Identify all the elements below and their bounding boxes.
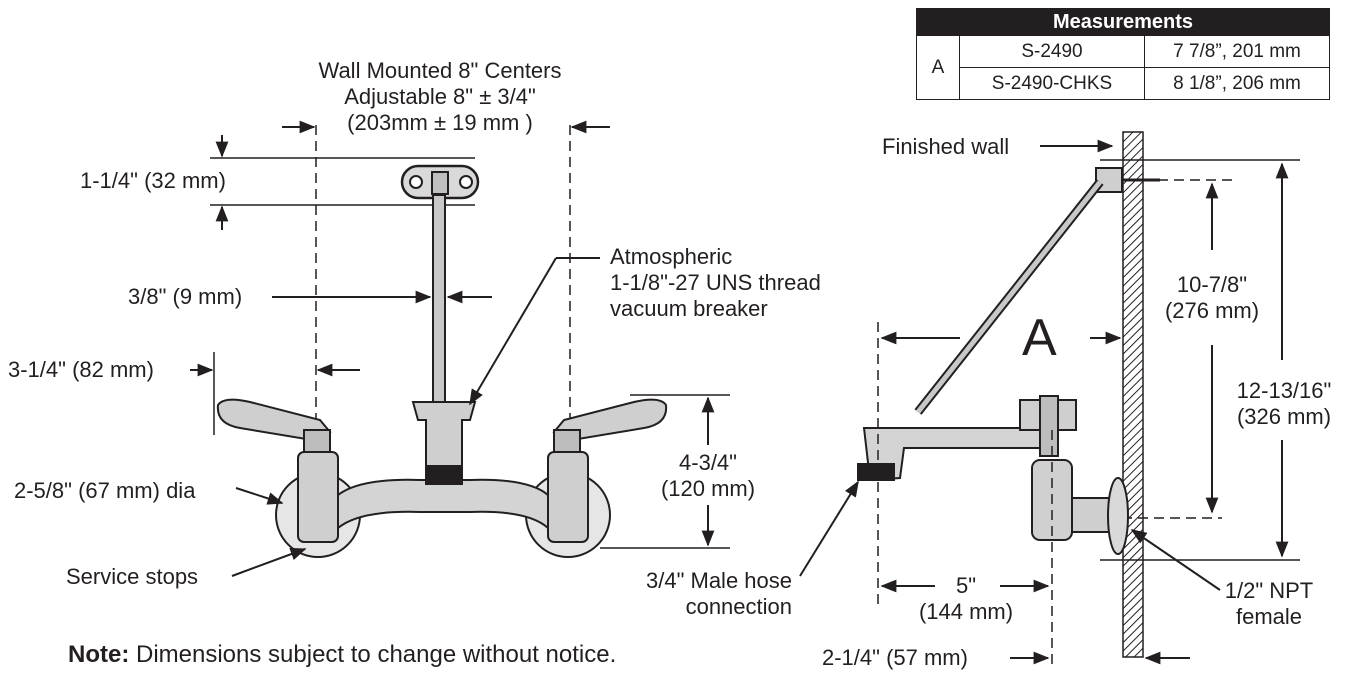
note: Note: Dimensions subject to change witho…	[68, 642, 616, 668]
note-label: Note:	[68, 641, 130, 668]
table-title: Measurements	[916, 8, 1330, 36]
handle-offset-label: 3-1/4" (82 mm)	[8, 357, 154, 382]
rod-dia-label: 3/8" (9 mm)	[128, 284, 243, 309]
service-stops-label: Service stops	[66, 564, 199, 589]
table-row-model: S-2490-CHKS	[959, 67, 1145, 100]
reach-label: 5" (144 mm)	[918, 573, 1014, 624]
npt-label: 1/2" NPT female	[1224, 578, 1314, 629]
table-row-value: 7 7/8”, 201 mm	[1144, 35, 1330, 68]
centers-label: Wall Mounted 8" Centers Adjustable 8" ± …	[318, 58, 562, 135]
table-group-a: A	[916, 35, 960, 100]
support-rod	[432, 194, 446, 406]
hose-connection-label: 3/4" Male hose connection	[645, 568, 792, 619]
total-height-label: 12-13/16" (326 mm)	[1236, 378, 1332, 429]
offset-label: 2-1/4" (57 mm)	[822, 645, 968, 670]
dimension-a-label: A	[1022, 309, 1057, 367]
finished-wall	[1122, 131, 1144, 658]
faucet-body	[337, 478, 549, 531]
note-text: Dimensions subject to change without not…	[136, 641, 617, 668]
table-row-model: S-2490	[959, 35, 1145, 68]
front-view	[190, 120, 730, 577]
table-row-value: 8 1/8”, 206 mm	[1144, 67, 1330, 100]
measurements-table: Measurements A S-2490 7 7/8”, 201 mm S-2…	[916, 8, 1330, 100]
vacuum-breaker	[411, 401, 477, 471]
vacuum-breaker-label: Atmospheric 1-1/8"-27 UNS thread vacuum …	[610, 244, 821, 321]
flange-height-label: 1-1/4" (32 mm)	[80, 168, 226, 193]
upper-height-label: 10-7/8" (276 mm)	[1164, 272, 1260, 323]
side-view	[799, 131, 1300, 665]
finished-wall-label: Finished wall	[882, 134, 1010, 159]
body-height-label: 4-3/4" (120 mm)	[660, 450, 756, 501]
escutcheon-label: 2-5/8" (67 mm) dia	[14, 478, 196, 503]
